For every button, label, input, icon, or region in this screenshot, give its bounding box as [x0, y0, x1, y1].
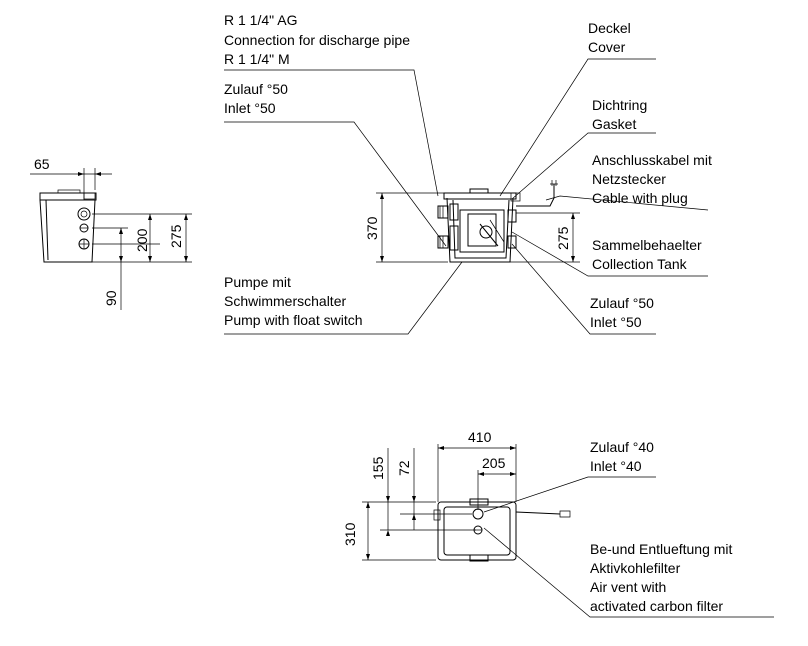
label-discharge-size: R 1 1/4" M: [224, 51, 290, 67]
label-inlet40-en: Inlet °40: [590, 458, 642, 474]
top-view: 410 205 155 72 310: [342, 429, 774, 618]
label-pump-en: Pump with float switch: [224, 312, 363, 328]
label-cover-de: Deckel: [588, 20, 631, 36]
label-gasket-de: Dichtring: [592, 97, 647, 113]
label-tank-en: Collection Tank: [592, 256, 688, 272]
label-vent-de2: Aktivkohlefilter: [590, 560, 681, 576]
label-inlet-right-en: Inlet °50: [590, 314, 642, 330]
dim-front-370: 370: [364, 216, 380, 240]
label-cable-en: Cable with plug: [592, 190, 688, 206]
label-pump-de1: Pumpe mit: [224, 274, 291, 290]
dim-top-205: 205: [482, 455, 506, 471]
label-vent-en1: Air vent with: [590, 579, 666, 595]
dim-side-width: 65: [34, 156, 50, 172]
label-inlet-right-de: Zulauf °50: [590, 295, 654, 311]
label-cable-de1: Anschlusskabel mit: [592, 152, 712, 168]
dim-side-275: 275: [168, 224, 184, 248]
dim-side-90: 90: [103, 290, 119, 306]
label-pump-de2: Schwimmerschalter: [224, 293, 346, 309]
label-vent-de1: Be-und Entlueftung mit: [590, 541, 733, 557]
label-gasket-en: Gasket: [592, 116, 636, 132]
label-inlet40-de: Zulauf °40: [590, 439, 654, 455]
front-view: 370 275: [224, 58, 709, 335]
dim-top-310: 310: [342, 522, 358, 546]
label-cover-en: Cover: [588, 39, 626, 55]
label-tank-de: Sammelbehaelter: [592, 237, 702, 253]
dim-top-72: 72: [396, 460, 412, 476]
dim-side-200: 200: [134, 228, 150, 252]
dim-top-410: 410: [468, 429, 492, 445]
label-discharge-en: Connection for discharge pipe: [224, 32, 410, 48]
dim-front-275: 275: [555, 226, 571, 250]
side-view: 65 200 275 90: [30, 156, 192, 310]
dim-top-155: 155: [370, 456, 386, 480]
label-inlet-top-de: Zulauf °50: [224, 81, 288, 97]
label-cable-de2: Netzstecker: [592, 171, 666, 187]
label-discharge-cut: R 1 1/4" AG: [224, 12, 297, 28]
label-vent-en2: activated carbon filter: [590, 598, 723, 614]
label-inlet-top-en: Inlet °50: [224, 100, 276, 116]
labels: R 1 1/4" AG Connection for discharge pip…: [224, 12, 733, 614]
